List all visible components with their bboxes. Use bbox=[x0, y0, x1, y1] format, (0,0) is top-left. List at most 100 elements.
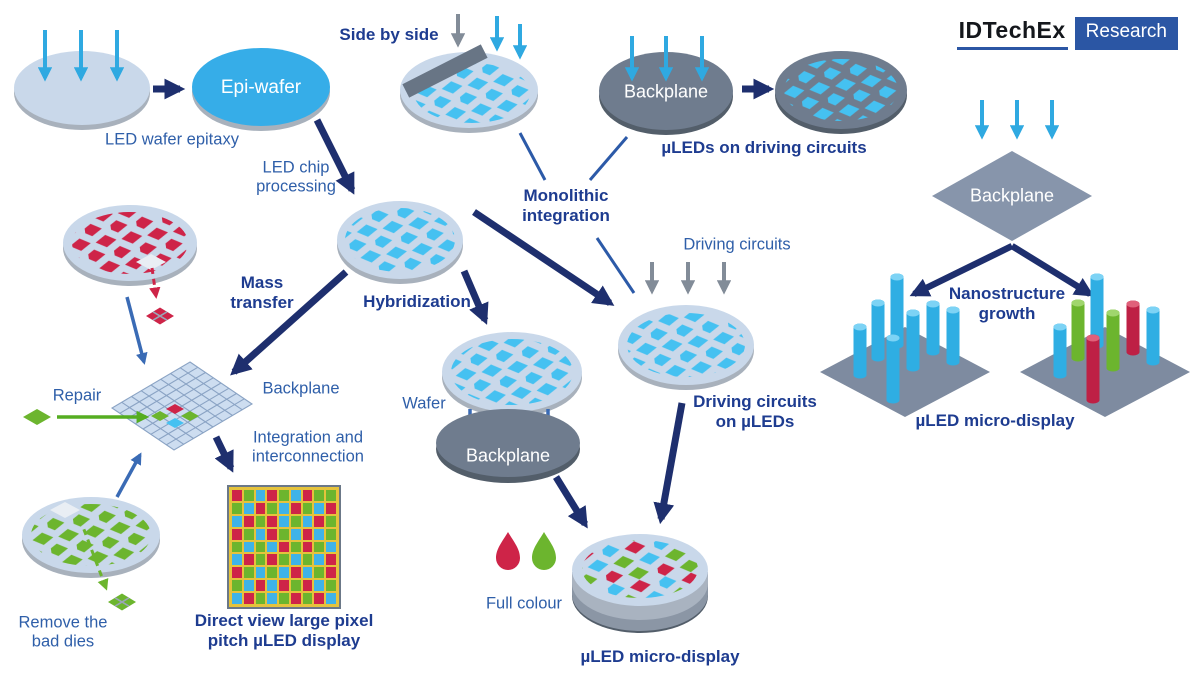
nanostructure-arrows-icon bbox=[974, 100, 1060, 140]
pixel-cell bbox=[290, 554, 301, 566]
arrow-red-to-grid bbox=[125, 296, 148, 365]
pixel-cell bbox=[302, 541, 313, 553]
pixel-cell bbox=[255, 593, 266, 604]
pixel-cell bbox=[279, 490, 289, 501]
idtechex-logo: IDTechEx Research bbox=[956, 17, 1178, 50]
pixel-cell bbox=[255, 567, 266, 579]
backplane-top-arrows-icon bbox=[624, 36, 710, 82]
label-integration-interconnection: Integration and interconnection bbox=[252, 428, 364, 466]
label-led-wafer-epitaxy: LED wafer epitaxy bbox=[105, 130, 239, 149]
pixel-cell bbox=[279, 593, 289, 604]
arrow-mass-transfer bbox=[230, 269, 349, 376]
pixel-cell bbox=[243, 567, 254, 579]
pixel-cell bbox=[267, 554, 278, 566]
pixel-cell bbox=[279, 502, 289, 514]
pixel-cell bbox=[267, 515, 278, 527]
pixel-cell bbox=[314, 515, 325, 527]
pixel-cell bbox=[267, 528, 278, 540]
pixel-cell bbox=[326, 580, 336, 592]
side-by-side-arrows-icon bbox=[450, 14, 528, 60]
arrow-stack-to-display bbox=[553, 475, 588, 529]
label-monolithic-integration: Monolithic integration bbox=[522, 185, 610, 225]
label-nanostructure-growth: Nanostructure growth bbox=[948, 283, 1066, 323]
arrow-wafer-to-display bbox=[653, 402, 686, 525]
pixel-cell bbox=[314, 490, 325, 501]
green-droplet-icon bbox=[532, 532, 556, 570]
green-led-wafer bbox=[22, 497, 160, 578]
pixel-cell bbox=[279, 580, 289, 592]
led-chip-wafer bbox=[337, 201, 463, 284]
pixel-cell bbox=[290, 502, 301, 514]
pixel-cell bbox=[279, 554, 289, 566]
label-mass-transfer: Mass transfer bbox=[230, 272, 294, 312]
pixel-cell bbox=[255, 554, 266, 566]
pixel-display-grid bbox=[227, 485, 341, 609]
pixel-cell bbox=[314, 554, 325, 566]
nanostructure-platform-left bbox=[820, 273, 990, 417]
epitaxy-arrows-icon bbox=[37, 30, 125, 82]
label-side-by-side: Side by side bbox=[339, 24, 439, 44]
pixel-cell bbox=[232, 567, 242, 579]
arrow-remove-die bbox=[78, 518, 109, 591]
pixel-cell bbox=[255, 528, 266, 540]
pixel-cell bbox=[326, 490, 336, 501]
label-uleds-on-driving-circuits: µLEDs on driving circuits bbox=[661, 137, 867, 157]
pixel-cell bbox=[243, 593, 254, 604]
pixel-cell bbox=[243, 554, 254, 566]
label-driving-circuits-on-uleds: Driving circuits on µLEDs bbox=[693, 391, 817, 431]
label-uled-micro-display-mid: µLED micro-display bbox=[580, 646, 740, 666]
pixel-cell bbox=[302, 567, 313, 579]
pixel-cell bbox=[267, 580, 278, 592]
transferred-dies-icon bbox=[151, 404, 199, 428]
label-direct-view-display: Direct view large pixel pitch µLED displ… bbox=[194, 610, 374, 650]
red-droplet-icon bbox=[496, 532, 520, 570]
arrow-green-to-grid bbox=[115, 452, 142, 498]
pixel-cell bbox=[314, 541, 325, 553]
pixel-cell bbox=[302, 515, 313, 527]
pixel-cell bbox=[255, 515, 266, 527]
pixel-cell bbox=[302, 528, 313, 540]
pixel-cell bbox=[279, 541, 289, 553]
label-backplane-mid: Backplane bbox=[465, 445, 551, 466]
pixel-cell bbox=[290, 541, 301, 553]
pixel-cell bbox=[243, 490, 254, 501]
pixel-cell bbox=[232, 515, 242, 527]
label-uled-micro-display-right: µLED micro-display bbox=[915, 410, 1075, 430]
label-epi-wafer: Epi-wafer bbox=[220, 76, 302, 98]
arrow-integration bbox=[212, 435, 235, 473]
label-backplane-grid: Backplane bbox=[262, 379, 340, 398]
pixel-cell bbox=[326, 541, 336, 553]
driving-circuits-wafer bbox=[618, 305, 754, 390]
pixel-cell bbox=[326, 528, 336, 540]
arrow-chip-processing bbox=[313, 118, 356, 195]
backplane-plate-mid bbox=[436, 409, 580, 483]
epi-wafer bbox=[192, 48, 330, 131]
backplane-diamond bbox=[932, 151, 1092, 241]
arrow-bad-die-out bbox=[149, 267, 161, 299]
logo-product-badge: Research bbox=[1074, 17, 1178, 50]
logo-brand-text: IDTechEx bbox=[956, 17, 1068, 50]
pixel-cell bbox=[302, 593, 313, 604]
pixel-cell bbox=[267, 502, 278, 514]
pixel-cell bbox=[243, 515, 254, 527]
pixel-cell bbox=[255, 502, 266, 514]
pixel-cell bbox=[326, 554, 336, 566]
pixel-cell bbox=[290, 567, 301, 579]
backplane-grid bbox=[110, 361, 254, 451]
monolithic-links bbox=[518, 132, 636, 294]
pixel-cell bbox=[314, 528, 325, 540]
pixel-cell bbox=[279, 528, 289, 540]
hybridization-wafer bbox=[442, 332, 582, 417]
label-wafer: Wafer bbox=[402, 394, 446, 413]
pixel-cell bbox=[302, 554, 313, 566]
broken-red-die-icon bbox=[146, 307, 174, 325]
pixel-cell bbox=[232, 541, 242, 553]
pixel-cell bbox=[290, 490, 301, 501]
pixel-cell bbox=[243, 502, 254, 514]
broken-green-die-icon bbox=[108, 593, 136, 611]
pixel-cell bbox=[232, 580, 242, 592]
label-full-colour: Full colour bbox=[485, 594, 563, 613]
nanostructure-platform-right bbox=[1020, 273, 1190, 417]
